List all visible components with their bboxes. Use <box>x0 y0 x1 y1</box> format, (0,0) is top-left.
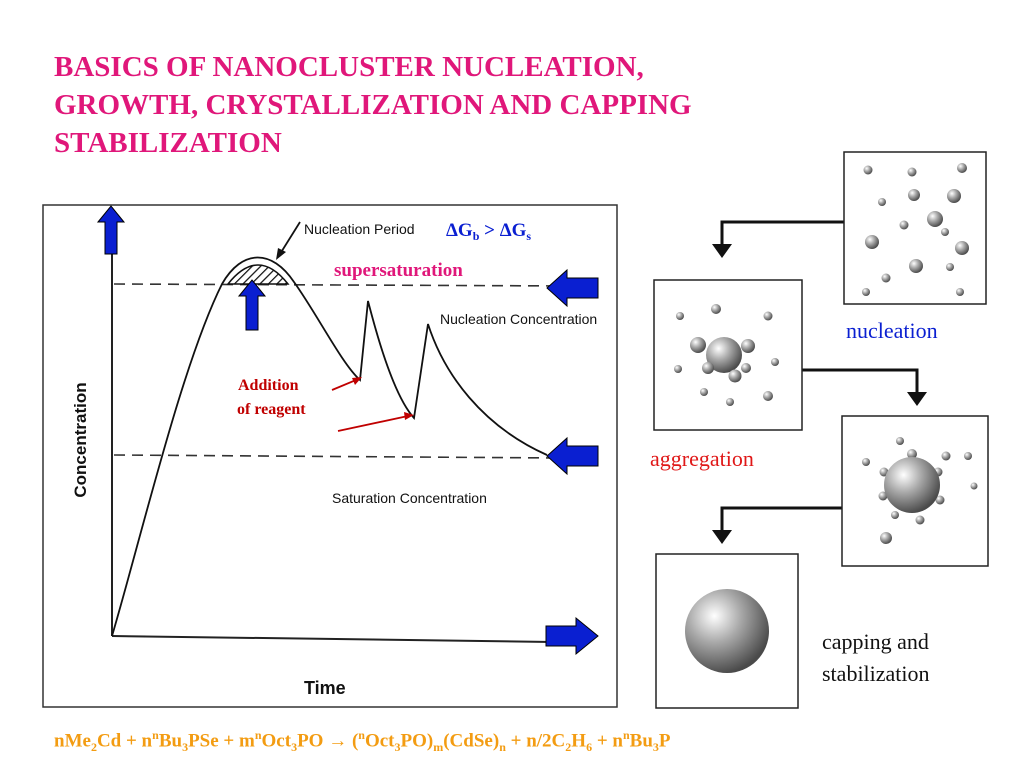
capping-label-line-2: stabilization <box>822 661 930 686</box>
concentration-time-plot: Nucleation Period Nucleation Concentrati… <box>42 204 618 708</box>
eq-sub: n <box>499 740 506 755</box>
saturation-level-blue-arrow <box>546 436 599 476</box>
stage-flow-diagram <box>653 151 989 709</box>
page-title: BASICS OF NANOCLUSTER NUCLEATION, GROWTH… <box>54 48 834 162</box>
eq-sub: 6 <box>586 740 593 755</box>
nucleation-to-aggregation-arrow-head <box>712 244 732 258</box>
eq-part: Bu <box>158 730 183 752</box>
aggregation-label: aggregation <box>650 446 754 471</box>
addition-of-reagent-line2: of reagent <box>237 401 306 418</box>
nucleation-period-label: Nucleation Period <box>304 221 415 237</box>
eq-part: Oct <box>364 730 395 752</box>
eq-sup: n <box>152 728 159 742</box>
supersaturation-label: supersaturation <box>334 260 463 281</box>
eq-sub: 3 <box>182 740 189 755</box>
eq-sup: n <box>254 728 262 742</box>
reaction-equation: nMe2Cd + nnBu3PSe + mnOct3PO → (nOct3PO)… <box>54 728 671 755</box>
eq-part: + n <box>592 730 623 752</box>
nucleation-concentration-label: Nucleation Concentration <box>440 311 597 327</box>
saturation-concentration-label: Saturation Concentration <box>332 490 487 506</box>
eq-part: PO) <box>400 730 434 752</box>
x-axis-label: Time <box>304 678 346 698</box>
eq-sup: n <box>358 728 365 742</box>
supersaturation-hatched-region <box>226 264 290 285</box>
nucleation-to-aggregation-arrow <box>720 220 844 246</box>
concentration-curve <box>111 256 548 637</box>
eq-part: Bu <box>629 730 653 752</box>
aggregation-to-crystallization-arrow-head <box>907 392 927 406</box>
title-line-3: STABILIZATION <box>54 127 282 159</box>
aggregation-to-crystallization-arrow <box>802 368 919 394</box>
nucleation-level-blue-arrow <box>546 268 599 308</box>
delta-g-label: ΔGb > ΔGs <box>446 220 531 243</box>
aggregation-box <box>653 279 803 431</box>
reagent-arrow-2-head <box>404 412 414 420</box>
title-line-1: BASICS OF NANOCLUSTER NUCLEATION, <box>54 51 644 83</box>
eq-part: Cd + n <box>96 730 153 752</box>
nucleation-level-line <box>113 283 573 287</box>
capping-box <box>655 553 799 709</box>
crystallization-to-capping-arrow <box>720 506 842 532</box>
eq-sub: 3 <box>291 740 298 755</box>
reagent-arrow-1 <box>331 379 357 391</box>
x-axis <box>111 635 553 643</box>
eq-part: PSe + m <box>188 730 255 752</box>
y-axis-label: Concentration <box>71 382 90 497</box>
eq-sup: n <box>622 728 630 742</box>
eq-part: nMe <box>54 730 91 752</box>
reagent-arrow-1-head <box>352 377 362 385</box>
eq-sub: 3 <box>652 740 659 755</box>
nucleation-up-blue-arrow <box>237 279 267 331</box>
y-axis-blue-arrow <box>96 205 126 255</box>
nucleation-period-pointer-head <box>276 248 286 260</box>
addition-of-reagent-line1: Addition <box>238 377 299 394</box>
eq-sub: 2 <box>565 740 572 755</box>
nucleation-period-pointer <box>279 221 301 255</box>
crystallization-to-capping-arrow-head <box>712 530 732 544</box>
eq-part: H <box>571 730 587 752</box>
eq-part: PO → ( <box>297 730 359 752</box>
eq-sub: 3 <box>394 740 401 755</box>
eq-sub: 2 <box>90 740 97 755</box>
eq-part: + n/2C <box>505 730 566 752</box>
saturation-level-line <box>113 454 563 459</box>
nucleation-label: nucleation <box>846 318 938 343</box>
capping-label: capping and stabilization <box>822 626 930 690</box>
eq-sub: m <box>433 740 444 755</box>
reagent-arrow-2 <box>337 415 409 432</box>
eq-part: P <box>658 730 671 752</box>
crystallization-box <box>841 415 989 567</box>
title-line-2: GROWTH, CRYSTALLIZATION AND CAPPING <box>54 89 692 121</box>
capping-label-line-1: capping and <box>822 629 929 654</box>
x-axis-blue-arrow <box>545 616 599 656</box>
eq-part: (CdSe) <box>443 730 500 752</box>
nucleation-box <box>843 151 987 305</box>
eq-part: Oct <box>261 730 292 752</box>
